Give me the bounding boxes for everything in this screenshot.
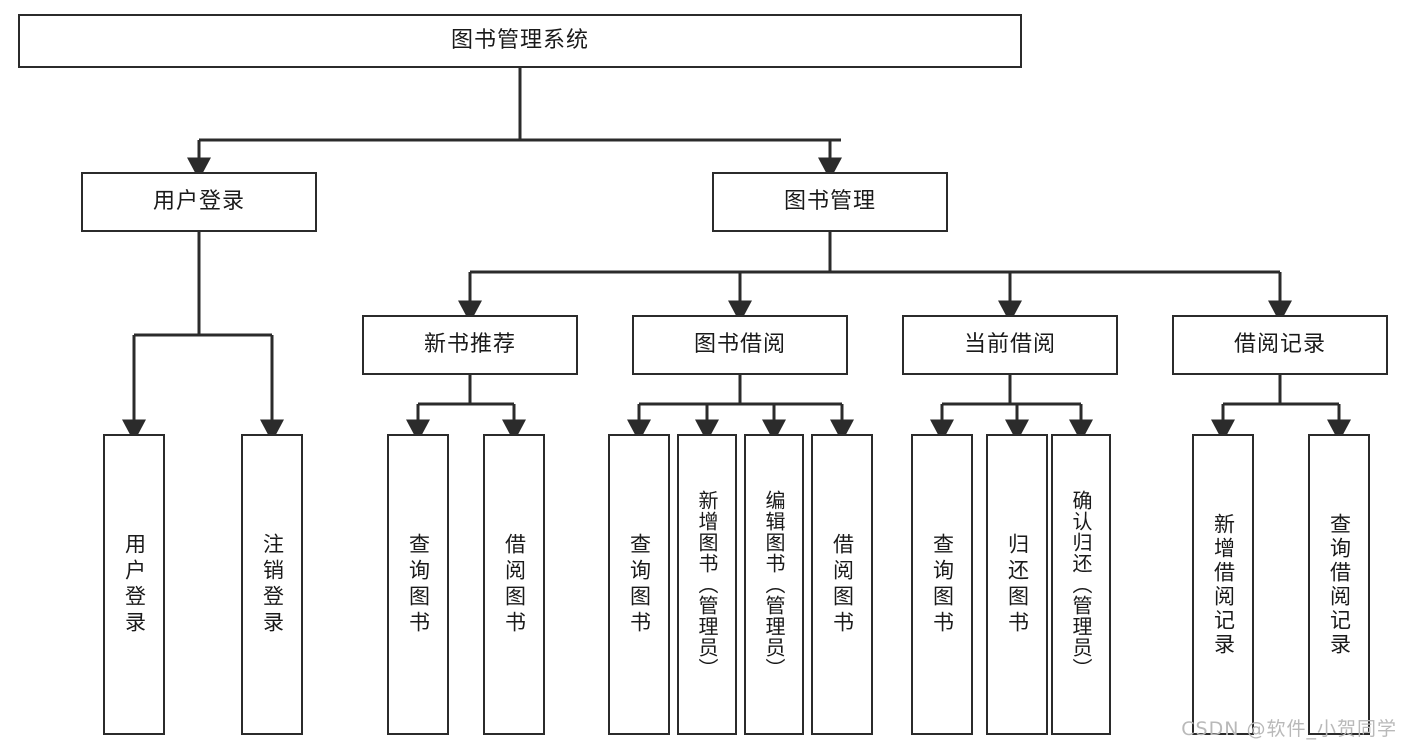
edge-group-book-borrow <box>627 375 854 442</box>
edge-group-current-borrow <box>930 375 1093 442</box>
node-current-borrow-label: 当前借阅 <box>963 331 1056 357</box>
node-leaf-confirm-return[interactable]: 确认归还（管理员） <box>1051 434 1111 735</box>
watermark-text: CSDN @软件_小贺同学 <box>1181 718 1397 740</box>
node-leaf-add-book-label: 新增图书（管理员） <box>695 490 719 679</box>
node-new-book-recommend-label: 新书推荐 <box>423 331 516 357</box>
edge-group-root <box>187 68 842 180</box>
node-book-borrow[interactable]: 图书借阅 <box>632 315 848 375</box>
node-book-manage[interactable]: 图书管理 <box>712 172 948 232</box>
node-new-book-recommend[interactable]: 新书推荐 <box>362 315 578 375</box>
node-leaf-user-login-label: 用户登录 <box>122 532 147 637</box>
node-leaf-query-book-current[interactable]: 查询图书 <box>911 434 973 735</box>
node-user-login-label: 用户登录 <box>152 188 245 214</box>
node-leaf-edit-book-label: 编辑图书（管理员） <box>762 490 786 679</box>
node-book-borrow-label: 图书借阅 <box>693 331 786 357</box>
edge-group-book-manage <box>458 232 1292 323</box>
node-root[interactable]: 图书管理系统 <box>18 14 1022 68</box>
node-leaf-query-borrow-record-label: 查询借阅记录 <box>1327 512 1352 657</box>
node-leaf-user-login[interactable]: 用户登录 <box>103 434 165 735</box>
node-leaf-borrow-book-recommend[interactable]: 借阅图书 <box>483 434 545 735</box>
node-leaf-edit-book[interactable]: 编辑图书（管理员） <box>744 434 804 735</box>
node-leaf-confirm-return-label: 确认归还（管理员） <box>1069 490 1093 679</box>
node-borrow-record-label: 借阅记录 <box>1233 331 1326 357</box>
edge-group-new-book-recommend <box>406 375 526 442</box>
node-current-borrow[interactable]: 当前借阅 <box>902 315 1118 375</box>
node-leaf-query-borrow-record[interactable]: 查询借阅记录 <box>1308 434 1370 735</box>
node-book-manage-label: 图书管理 <box>783 188 876 214</box>
node-leaf-add-borrow-record-label: 新增借阅记录 <box>1211 512 1236 657</box>
node-leaf-add-book[interactable]: 新增图书（管理员） <box>677 434 737 735</box>
node-leaf-borrow-book-recommend-label: 借阅图书 <box>502 532 527 637</box>
node-leaf-query-book-recommend-label: 查询图书 <box>406 532 431 637</box>
node-leaf-logout-login-label: 注销登录 <box>260 532 285 637</box>
node-leaf-borrow-book-label: 借阅图书 <box>830 532 855 637</box>
node-leaf-borrow-book[interactable]: 借阅图书 <box>811 434 873 735</box>
node-leaf-return-book-label: 归还图书 <box>1005 532 1030 637</box>
node-user-login[interactable]: 用户登录 <box>81 172 317 232</box>
edge-group-user-login <box>122 232 284 442</box>
node-leaf-query-book-borrow[interactable]: 查询图书 <box>608 434 670 735</box>
node-borrow-record[interactable]: 借阅记录 <box>1172 315 1388 375</box>
node-leaf-query-book-current-label: 查询图书 <box>930 532 955 637</box>
node-leaf-logout-login[interactable]: 注销登录 <box>241 434 303 735</box>
node-leaf-query-book-recommend[interactable]: 查询图书 <box>387 434 449 735</box>
node-leaf-add-borrow-record[interactable]: 新增借阅记录 <box>1192 434 1254 735</box>
edge-group-borrow-record <box>1211 375 1351 442</box>
node-root-label: 图书管理系统 <box>450 27 589 53</box>
node-leaf-return-book[interactable]: 归还图书 <box>986 434 1048 735</box>
node-leaf-query-book-borrow-label: 查询图书 <box>627 532 652 637</box>
